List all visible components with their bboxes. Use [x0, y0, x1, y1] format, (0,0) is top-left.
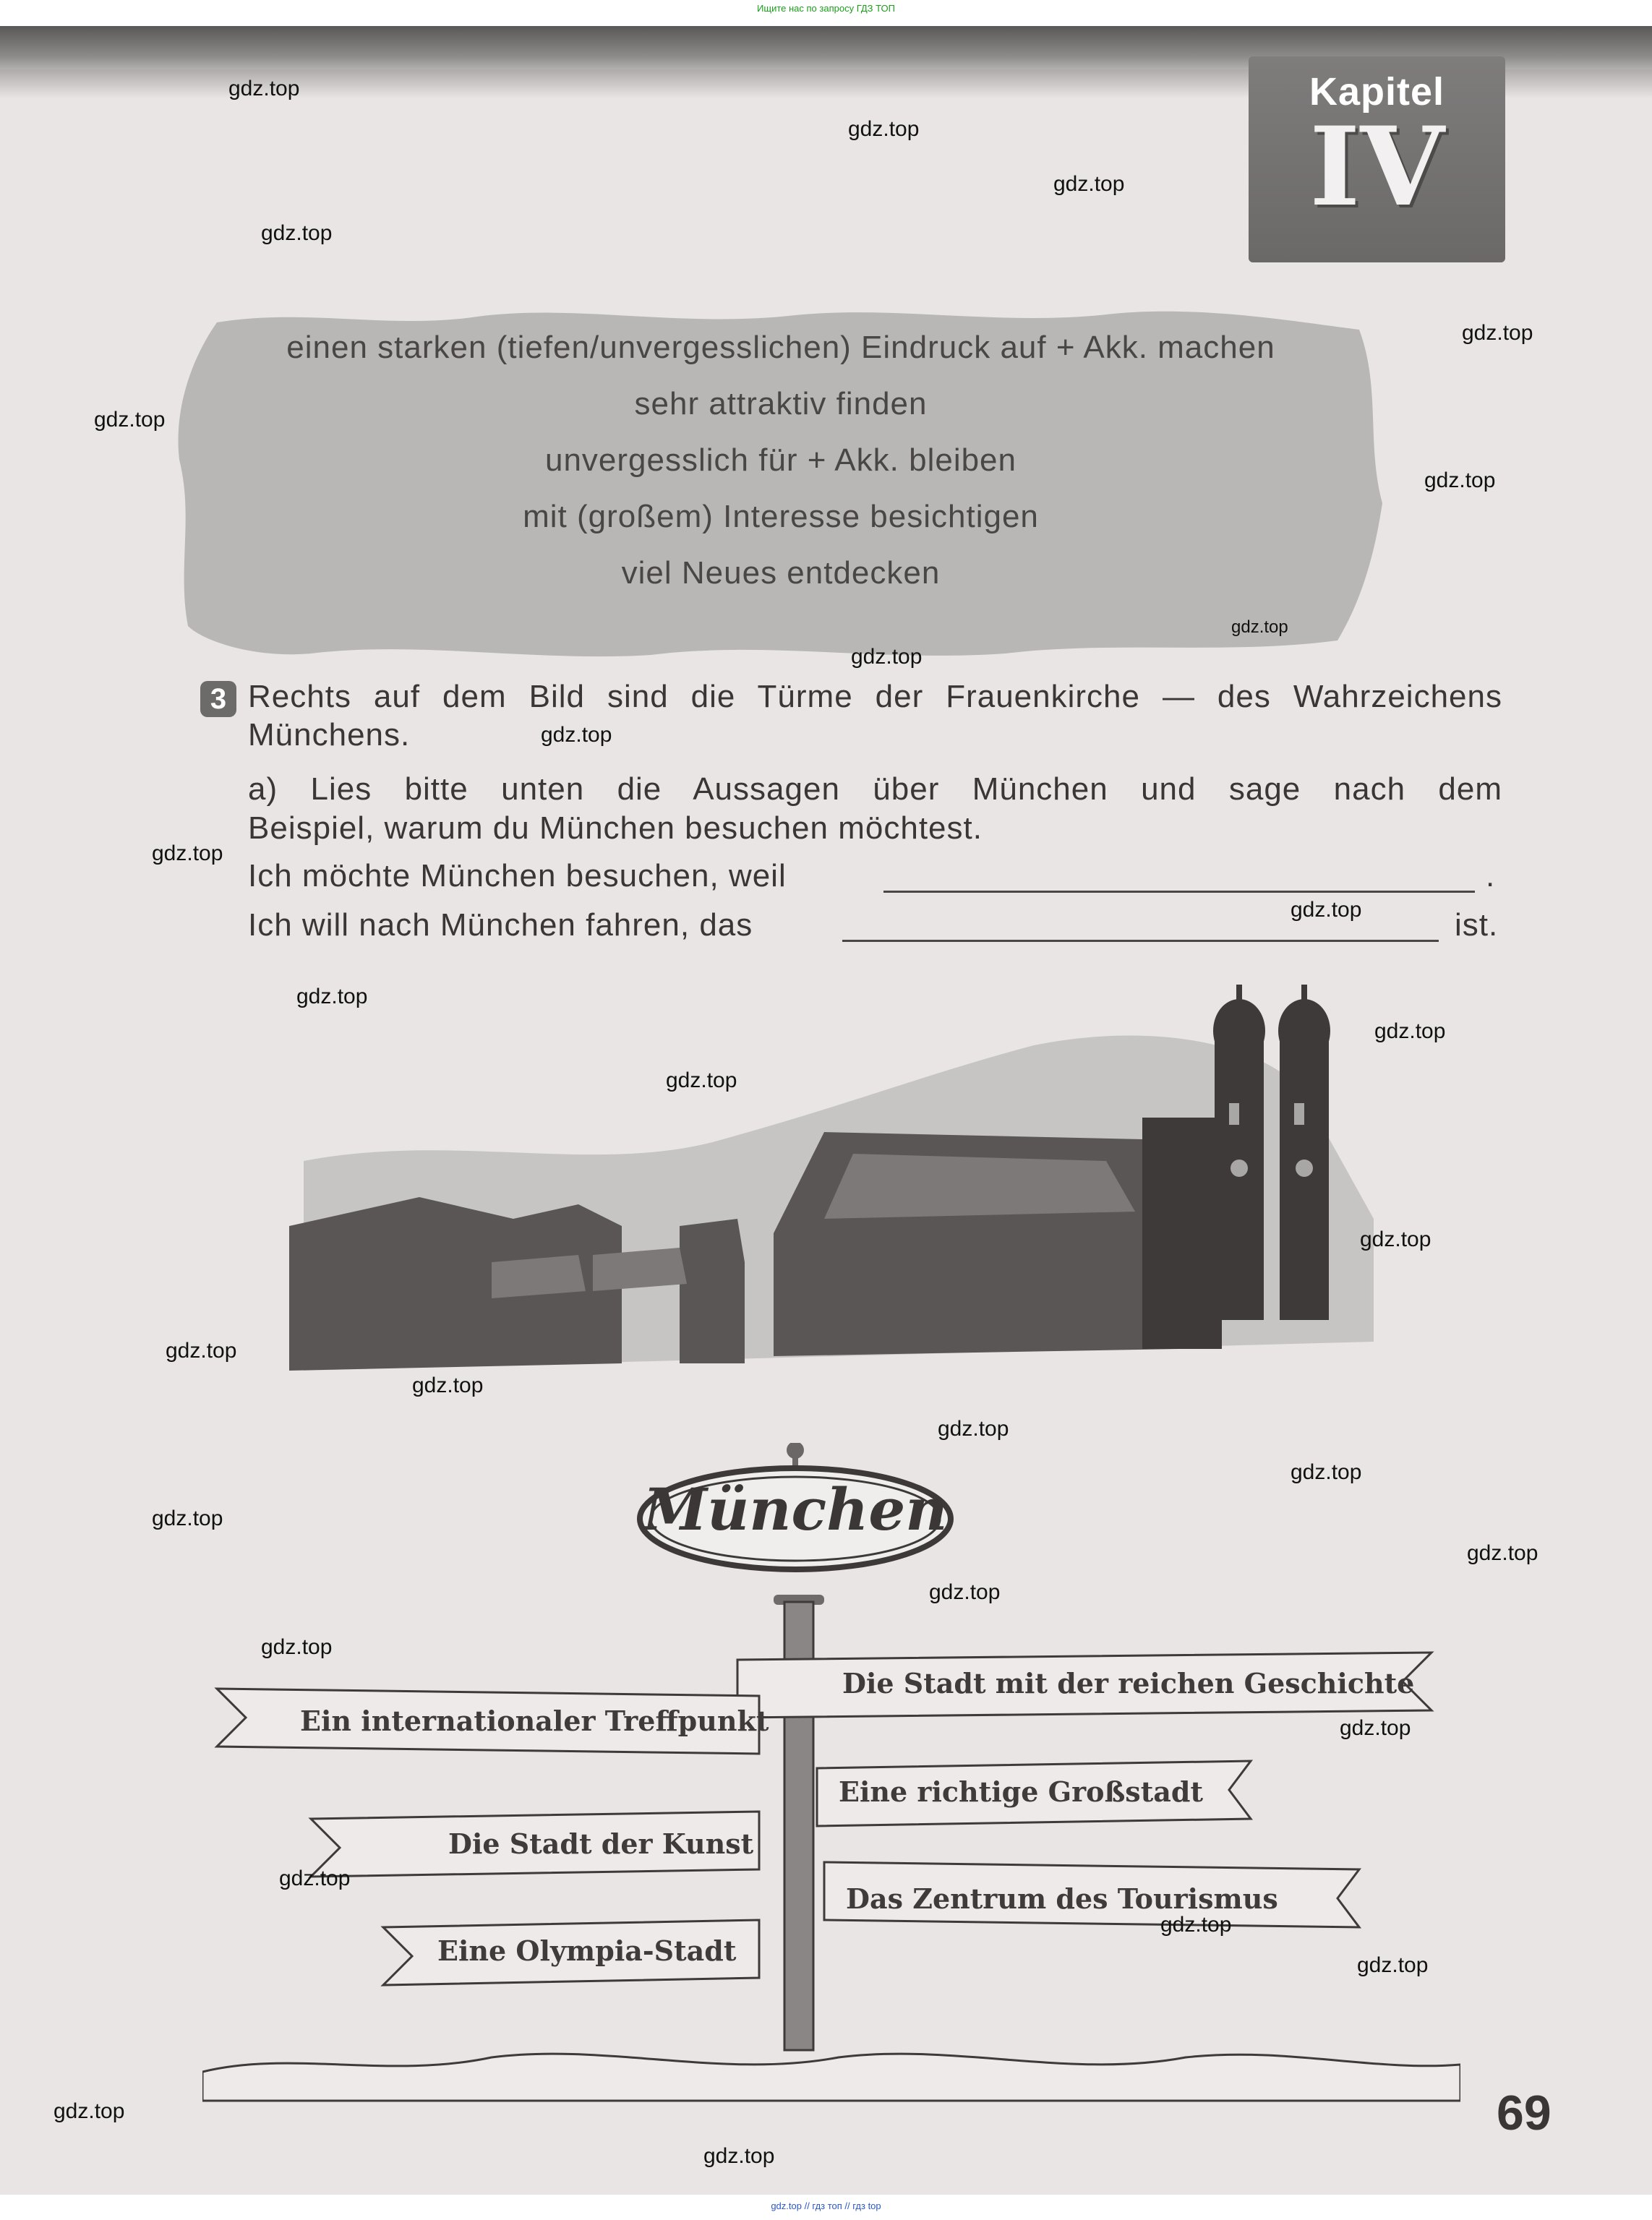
watermark: gdz.top	[851, 645, 923, 669]
watermark: gdz.top	[848, 117, 920, 141]
watermark: gdz.top	[666, 1068, 737, 1092]
bottom-banner[interactable]: gdz.top // гдз топ // гдз top	[771, 2200, 881, 2211]
watermark: gdz.top	[1340, 1716, 1411, 1740]
task-number-badge: 3	[200, 681, 236, 717]
watermark: gdz.top	[929, 1580, 1001, 1604]
signpost-illustration	[202, 1595, 1460, 2102]
watermark: gdz.top	[279, 1867, 351, 1890]
watermark: gdz.top	[1231, 617, 1288, 637]
task-a-line1: a) Lies bitte unten die Aussagen über Mü…	[248, 771, 1502, 807]
watermark: gdz.top	[1291, 898, 1362, 922]
example-sentence-1: Ich möchte München besuchen, weil	[248, 858, 787, 893]
sign-meeting-point: Ein internationaler Treffpunkt	[300, 1705, 769, 1737]
sign-big-city: Eine richtige Großstadt	[839, 1775, 1204, 1808]
watermark: gdz.top	[1424, 468, 1496, 492]
page-number: 69	[1497, 2086, 1552, 2140]
watermark: gdz.top	[166, 1339, 237, 1363]
chapter-number: IV	[1309, 103, 1445, 231]
watermark: gdz.top	[541, 723, 612, 747]
watermark: gdz.top	[1467, 1541, 1538, 1565]
textbook-page: Kapitel IV einen starken (tiefen/unverge…	[0, 26, 1652, 2195]
watermark: gdz.top	[1357, 1953, 1429, 1977]
phrase-1: einen starken (tiefen/unvergesslichen) E…	[286, 330, 1275, 365]
answer-line-1[interactable]	[883, 891, 1475, 893]
phrase-4: mit (großem) Interesse besichtigen	[523, 499, 1039, 534]
chapter-badge: Kapitel IV	[1249, 56, 1505, 262]
example-2-end: ist.	[1455, 907, 1499, 943]
sign-title: München	[643, 1475, 948, 1543]
watermark: gdz.top	[54, 2099, 125, 2123]
phrase-2: sehr attraktiv finden	[634, 386, 928, 421]
example-1-end: .	[1486, 858, 1496, 893]
task-a-line2: Beispiel, warum du München besuchen möch…	[248, 810, 983, 846]
task-intro-line2: Münchens.	[248, 717, 411, 753]
sign-art-city: Die Stadt der Kunst	[448, 1827, 754, 1860]
watermark: gdz.top	[152, 1507, 223, 1530]
watermark: gdz.top	[1160, 1913, 1232, 1937]
answer-line-2[interactable]	[842, 940, 1439, 942]
sign-tourism: Das Zentrum des Tourismus	[846, 1882, 1278, 1915]
watermark: gdz.top	[938, 1417, 1009, 1441]
watermark: gdz.top	[1374, 1019, 1446, 1043]
watermark: gdz.top	[94, 408, 166, 432]
chapter-word: Kapitel	[1309, 70, 1445, 113]
watermark: gdz.top	[296, 985, 368, 1008]
watermark: gdz.top	[228, 77, 300, 100]
munich-sign-oval	[637, 1443, 954, 1572]
watermark: gdz.top	[1053, 172, 1125, 196]
watermark: gdz.top	[1291, 1460, 1362, 1484]
watermark: gdz.top	[1462, 321, 1533, 345]
watermark: gdz.top	[1360, 1227, 1431, 1251]
munich-skyline-illustration	[289, 985, 1374, 1371]
sign-olympic-city: Eine Olympia-Stadt	[437, 1934, 737, 1967]
watermark: gdz.top	[412, 1373, 484, 1397]
phrase-5: viel Neues entdecken	[621, 555, 941, 591]
example-sentence-2: Ich will nach München fahren, das	[248, 907, 753, 943]
sign-history: Die Stadt mit der reichen Geschichte	[842, 1667, 1415, 1700]
phrase-cloud	[178, 311, 1382, 657]
watermark: gdz.top	[261, 221, 333, 245]
top-banner[interactable]: Ищите нас по запросу ГДЗ ТОП	[757, 3, 895, 14]
phrase-3: unvergesslich für + Akk. bleiben	[544, 442, 1017, 478]
task-intro-line1: Rechts auf dem Bild sind die Türme der F…	[248, 679, 1502, 714]
watermark: gdz.top	[261, 1635, 333, 1659]
watermark: gdz.top	[152, 841, 223, 865]
watermark: gdz.top	[703, 2144, 775, 2168]
